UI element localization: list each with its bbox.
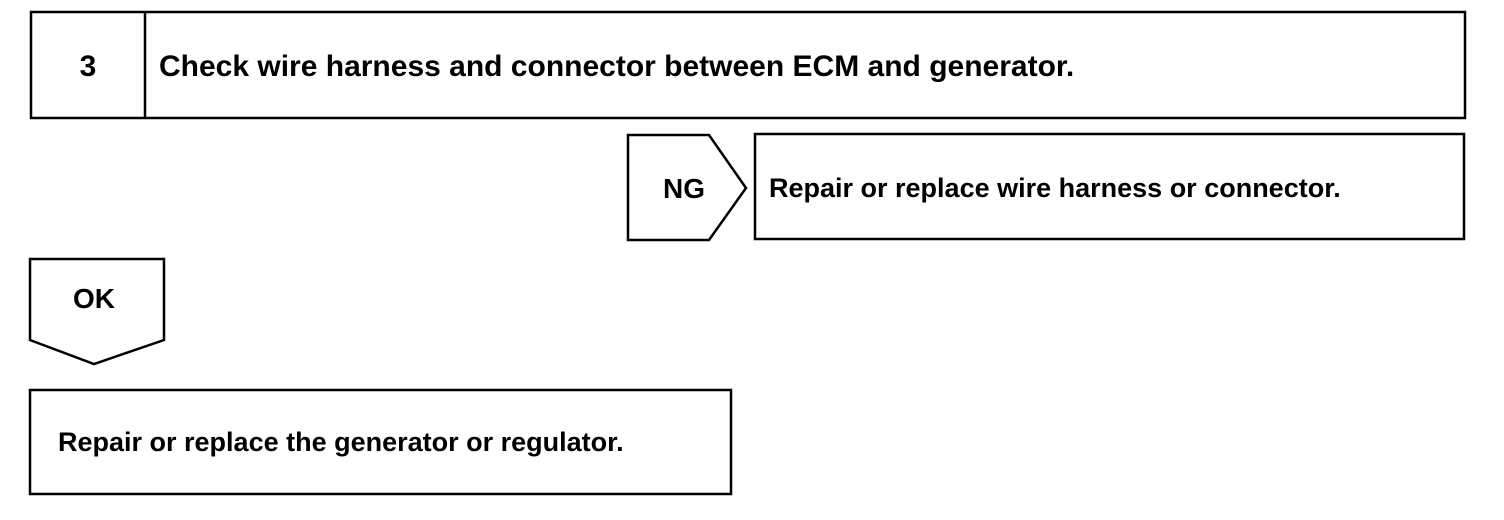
ok-action-box-frame (28, 388, 733, 496)
ng-label: NG (663, 173, 705, 204)
step-number: 3 (80, 50, 97, 83)
ng-action-box: Repair or replace wire harness or connec… (753, 132, 1466, 241)
ng-action-text: Repair or replace wire harness or connec… (769, 173, 1341, 203)
ok-branch: OK (28, 257, 166, 366)
ok-arrow-shape (28, 257, 166, 366)
ok-label: OK (73, 283, 115, 314)
step-title: Check wire harness and connector between… (159, 50, 1074, 83)
ok-action-box: Repair or replace the generator or regul… (28, 388, 733, 496)
step-box-frame (29, 10, 1467, 120)
step-box: 3 Check wire harness and connector betwe… (29, 10, 1467, 120)
ng-action-box-frame (753, 132, 1466, 241)
ng-branch: NG (626, 133, 748, 242)
ok-action-text: Repair or replace the generator or regul… (58, 427, 624, 457)
ng-arrow-shape (626, 133, 748, 242)
